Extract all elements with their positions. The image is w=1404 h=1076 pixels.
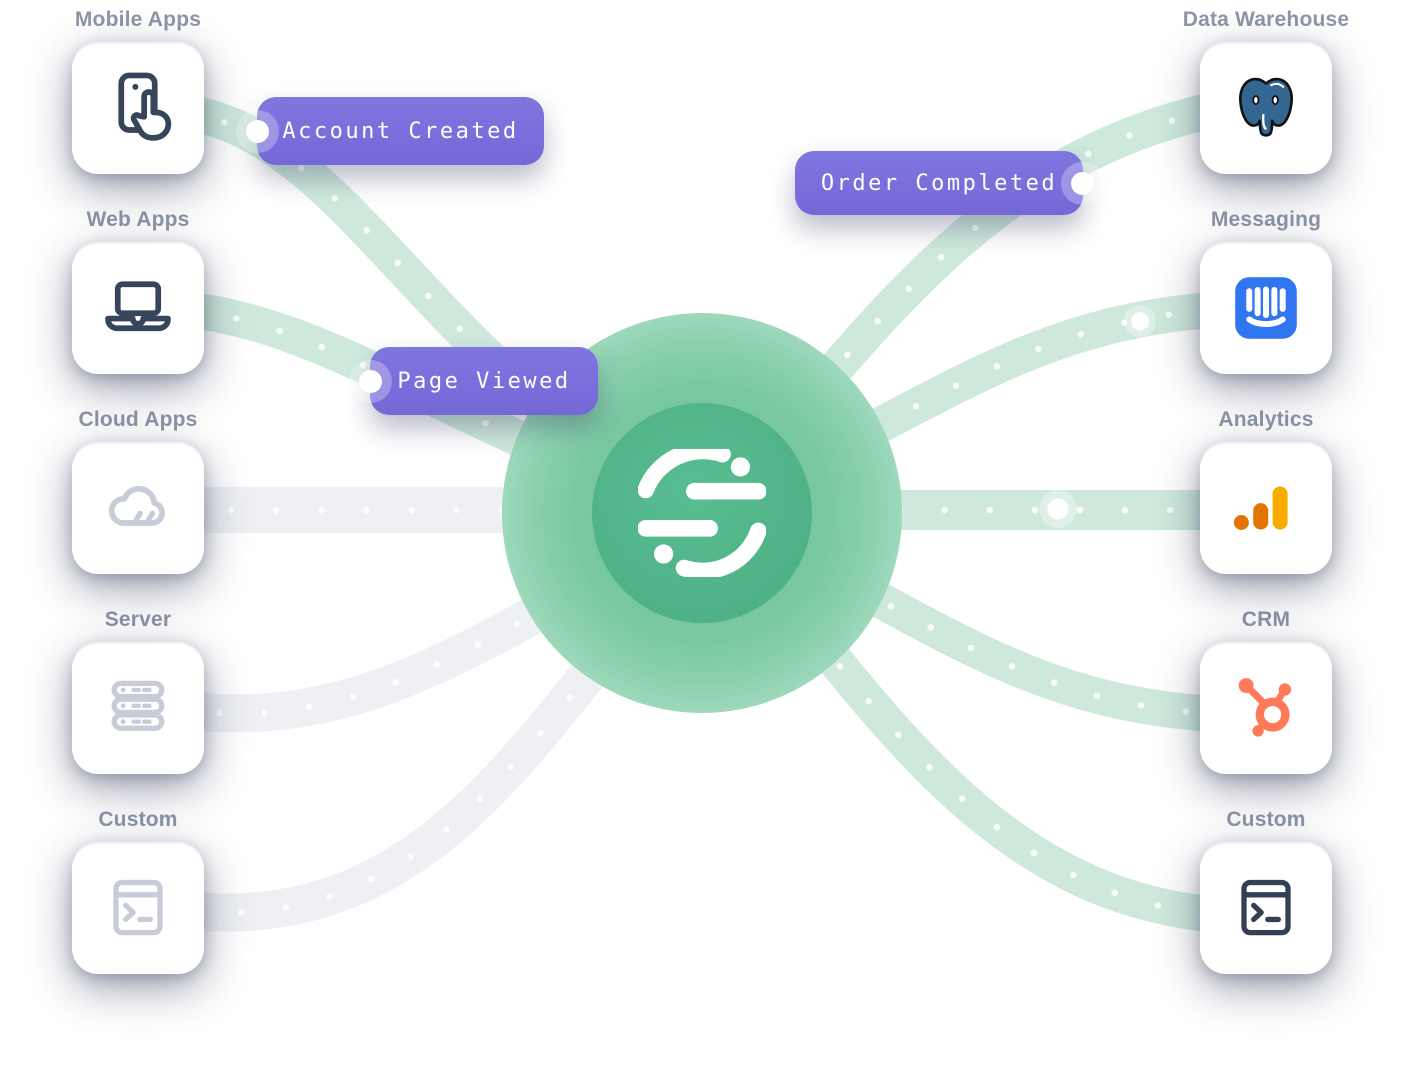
event-dot [359,369,382,393]
event-dot [246,119,269,143]
source-card-web-apps [72,242,204,374]
source-label-cloud-apps: Cloud Apps [78,408,198,431]
accent-dots [1039,305,1156,528]
destination-card-crm [1200,642,1332,774]
google-analytics-icon [1233,486,1288,530]
source-card-cloud-apps [72,442,204,574]
segment-hub [592,403,812,623]
source-label-mobile-apps: Mobile Apps [74,8,202,31]
destination-card-messaging [1200,242,1332,374]
terminal-icon [1241,879,1291,936]
event-pill-page-viewed: Page Viewed [359,347,598,415]
mobile-tap-icon [118,72,172,141]
destination-label-custom: Custom [1226,808,1306,831]
destination-label-data-warehouse: Data Warehouse [1182,8,1350,31]
event-pill-label: Page Viewed [397,368,571,394]
postgresql-icon [1239,77,1293,137]
destination-card-analytics [1200,442,1332,574]
source-label-custom: Custom [98,808,178,831]
source-card-server [72,642,204,774]
terminal-icon [113,879,163,936]
event-pill-account-created: Account Created [246,97,544,165]
destination-card-custom [1200,842,1332,974]
intercom-icon [1235,277,1297,339]
laptop-icon [105,281,171,332]
event-pill-label: Order Completed [820,170,1058,196]
source-label-server: Server [104,608,172,631]
source-card-mobile-apps [72,42,204,174]
source-label-web-apps: Web Apps [86,208,190,231]
hubspot-icon [1238,678,1292,737]
source-card-custom [72,842,204,974]
destination-card-data-warehouse [1200,42,1332,174]
destination-label-crm: CRM [1241,608,1291,631]
destination-label-analytics: Analytics [1218,408,1314,431]
destination-label-messaging: Messaging [1210,208,1322,231]
event-pill-order-completed: Order Completed [795,151,1094,215]
server-icon [111,680,165,731]
event-pill-label: Account Created [282,118,519,144]
segment-logo-icon [638,449,766,577]
cloud-icon [108,485,165,526]
event-dot [1071,171,1094,195]
